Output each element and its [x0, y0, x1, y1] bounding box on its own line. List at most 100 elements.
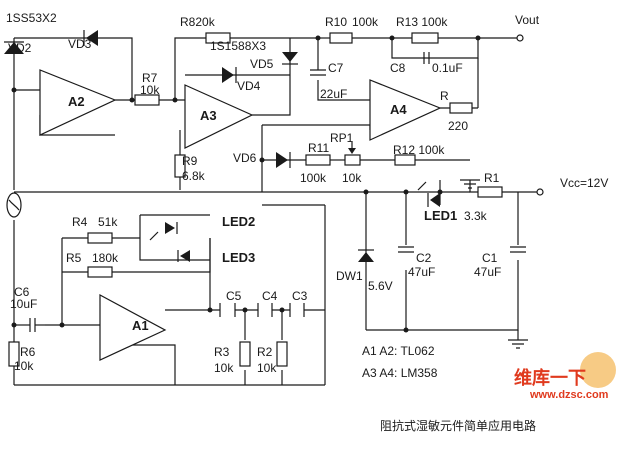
label-r5: R5	[66, 251, 82, 265]
label-r6-value: 10k	[14, 359, 34, 373]
diode-vd5	[282, 52, 298, 65]
label-vd5: VD5	[250, 57, 274, 71]
label-c1-value: 47uF	[474, 265, 501, 279]
label-a3: A3	[200, 108, 217, 123]
rp1-wiper	[348, 142, 356, 154]
label-r1-value: 3.3k	[464, 209, 488, 223]
capacitor-c5	[219, 303, 236, 317]
humidity-sensor-element	[6, 192, 22, 218]
label-r5-value: 180k	[92, 251, 119, 265]
label-c6-value: 10uF	[10, 297, 37, 311]
zener-dw1	[358, 249, 374, 262]
label-r3-value: 10k	[214, 361, 234, 375]
label-r2-value: 10k	[257, 361, 277, 375]
diode-vd4	[222, 67, 237, 83]
resistor-r4	[87, 232, 113, 244]
label-rp1: RP1	[330, 131, 354, 145]
label-c3: C3	[292, 289, 308, 303]
capacitor-c1	[510, 246, 526, 253]
label-c2: C2	[416, 251, 432, 265]
potentiometer-rp1	[344, 154, 361, 166]
part-note-a1a2: A1 A2: TL062	[362, 344, 435, 358]
label-vd4: VD4	[237, 79, 261, 93]
label-led3: LED3	[222, 250, 255, 265]
resistor-r8	[205, 32, 231, 44]
ground-symbol	[460, 179, 480, 189]
resistor-r11	[305, 154, 331, 166]
label-r-value: 220	[448, 119, 468, 133]
label-c2-value: 47uF	[408, 265, 435, 279]
label-c7-value: 22uF	[320, 87, 347, 101]
label-r10-value: 100k	[352, 15, 379, 29]
label-vout: Vout	[515, 13, 540, 27]
resistor-r5	[87, 266, 113, 278]
label-r: R	[440, 89, 449, 103]
resistor-r	[449, 102, 473, 114]
label-r13: R13 100k	[396, 15, 448, 29]
label-vd6: VD6	[233, 151, 257, 165]
label-a4: A4	[390, 102, 407, 117]
resistor-r6	[8, 341, 20, 367]
label-dw1: DW1	[336, 269, 363, 283]
label-c8-value: 0.1uF	[432, 61, 463, 75]
label-vd2: VD2	[8, 41, 32, 55]
label-c6: C6	[14, 285, 30, 299]
label-r2: R2	[257, 345, 273, 359]
watermark-url: www.dzsc.com	[529, 389, 609, 401]
label-r11: R11	[308, 141, 329, 155]
diagram-caption: 阻抗式湿敏元件简单应用电路	[380, 418, 536, 433]
wires	[13, 37, 540, 386]
capacitor-c8	[423, 52, 430, 64]
label-r9-value: 6.8k	[182, 169, 206, 183]
label-r12: R12 100k	[393, 143, 445, 157]
label-r7-value: 10k	[140, 83, 160, 97]
label-r6: R6	[20, 345, 36, 359]
vcc-terminal	[536, 188, 544, 196]
label-r3: R3	[214, 345, 230, 359]
opamp-a3	[184, 84, 254, 149]
label-1ss53x2: 1SS53X2	[6, 11, 57, 25]
label-led1: LED1	[424, 208, 457, 223]
diode-vd3	[83, 30, 98, 46]
label-a1: A1	[132, 318, 149, 333]
resistor-r9	[174, 154, 186, 178]
label-r1: R1	[484, 171, 500, 185]
label-r7: R7	[142, 71, 158, 85]
diode-vd2	[4, 41, 24, 54]
capacitor-c2	[398, 246, 414, 253]
resistor-r10	[329, 32, 353, 44]
capacitor-c7	[310, 69, 326, 76]
part-notes: A1 A2: TL062 A3 A4: LM358	[362, 344, 438, 380]
label-c8: C8	[390, 61, 406, 75]
resistor-r1	[477, 186, 503, 198]
label-r8: R820k	[180, 15, 216, 29]
label-1s1588x3: 1S1588X3	[210, 39, 266, 53]
label-c1: C1	[482, 251, 498, 265]
vout-terminal	[516, 34, 524, 42]
label-vcc: Vcc=12V	[560, 176, 608, 190]
part-note-a3a4: A3 A4: LM358	[362, 366, 438, 380]
label-rp1-value: 10k	[342, 171, 362, 185]
watermark-title: 维库一下	[514, 367, 586, 388]
label-dw1-value: 5.6V	[368, 279, 393, 293]
ground-symbol	[508, 339, 528, 349]
led2	[149, 222, 178, 241]
resistor-r7	[134, 94, 160, 106]
opamp-a1	[99, 293, 167, 361]
capacitor-c4	[257, 303, 273, 317]
resistor-r12	[394, 154, 416, 166]
watermark-logo: 维库一下 www.dzsc.com	[514, 352, 616, 401]
label-r4: R4	[72, 215, 88, 229]
label-r10: R10	[325, 15, 347, 29]
capacitor-c3	[289, 303, 305, 317]
label-c5: C5	[226, 289, 242, 303]
resistor-r2	[276, 341, 288, 367]
opamp-a2	[39, 69, 117, 136]
resistor-r13	[411, 32, 439, 44]
capacitor-c6	[29, 318, 45, 332]
label-r9: R9	[182, 154, 198, 168]
label-c4: C4	[262, 289, 278, 303]
label-c7: C7	[328, 61, 344, 75]
